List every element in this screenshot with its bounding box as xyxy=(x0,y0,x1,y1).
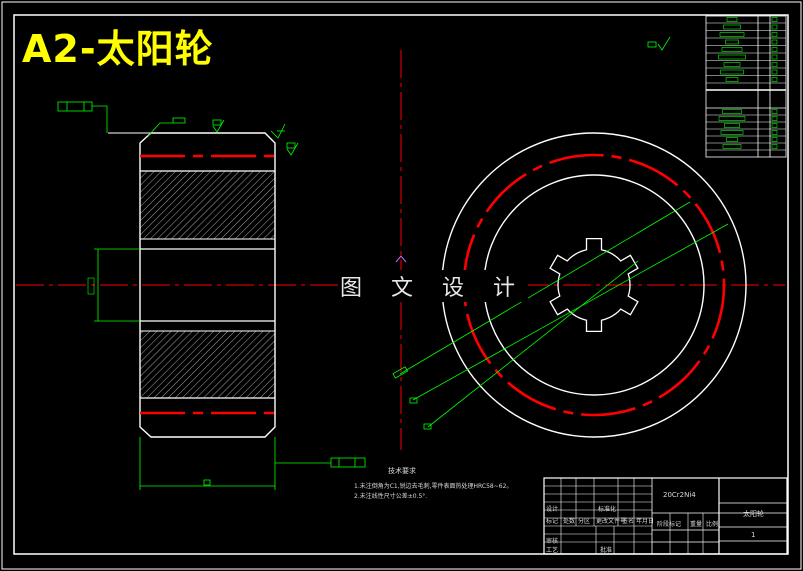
front-view xyxy=(392,36,785,450)
spline-bore xyxy=(549,237,639,333)
technical-requirements-heading: 技术要求 xyxy=(388,467,416,475)
roughness-symbol-2 xyxy=(270,123,286,139)
tb-label-standard: 标准化 xyxy=(598,506,617,513)
table-value-mark xyxy=(771,32,778,37)
table-value-mark xyxy=(771,123,778,128)
table-value-mark xyxy=(771,17,778,22)
table-cell-mark xyxy=(726,137,738,142)
table-cell-mark xyxy=(724,123,740,128)
table-cell-mark xyxy=(725,77,739,82)
inner-frame xyxy=(13,14,789,555)
table-value-mark xyxy=(771,130,778,135)
table-cell-mark xyxy=(725,39,739,45)
table-cell-mark xyxy=(723,62,741,67)
dim-text-bore xyxy=(87,277,95,295)
material-label: 20Cr2Ni4 xyxy=(663,491,696,499)
tb-label-zone: 分区 xyxy=(578,518,591,525)
tb-label-mark: 标记 xyxy=(546,518,559,525)
hatch-region-upper xyxy=(139,170,276,240)
chamfer-note xyxy=(172,117,186,124)
tb-label-count: 处数 xyxy=(563,518,576,525)
table-value-mark xyxy=(771,47,778,52)
table-value-mark xyxy=(771,54,778,60)
tb-label-design: 设计 xyxy=(546,506,559,513)
table-cell-mark xyxy=(718,116,746,121)
table-cell-mark xyxy=(722,109,742,114)
table-value-mark xyxy=(771,77,778,82)
table-value-mark xyxy=(771,109,778,114)
table-cell-mark xyxy=(720,69,744,75)
table-cell-mark xyxy=(721,47,743,52)
table-value-mark xyxy=(771,116,778,121)
tb-label-approve: 批准 xyxy=(600,547,613,554)
table-cell-mark xyxy=(719,32,745,37)
table-cell-mark xyxy=(726,17,738,22)
table-cell-mark xyxy=(722,144,742,149)
technical-requirements: 技术要求 1.未注倒角为C1,锐边去毛刺,零件表面热处理HRC58~62。 2.… xyxy=(354,466,512,502)
table-cell-mark xyxy=(718,54,746,60)
gtol-frame-top xyxy=(57,101,93,112)
tb-label-scale: 比例 xyxy=(706,521,719,528)
technical-requirement-line: 1.未注倒角为C1,锐边去毛刺,零件表面热处理HRC58~62。 xyxy=(354,483,513,490)
roughness-symbol-3 xyxy=(286,142,299,156)
title-block xyxy=(543,477,788,555)
table-value-mark xyxy=(771,144,778,149)
technical-requirement-line: 2.未注线性尺寸公差±0.5°. xyxy=(354,493,428,500)
tb-label-stage: 阶段标记 xyxy=(657,521,682,528)
tb-label-change-doc: 更改文件号 xyxy=(596,518,627,525)
dimension-rays xyxy=(392,201,729,430)
tb-label-weight: 重量 xyxy=(690,521,703,528)
table-cell-mark xyxy=(720,130,744,135)
chamfer-leader xyxy=(147,122,173,137)
table-value-mark xyxy=(771,39,778,45)
tb-label-process: 工艺 xyxy=(546,547,559,554)
tb-label-date: 年月日 xyxy=(636,518,655,525)
section-arrow xyxy=(395,255,407,263)
roughness-symbol-1 xyxy=(212,119,225,133)
table-cell-mark xyxy=(723,24,741,30)
gtol-leader-top xyxy=(92,105,108,133)
hatch-region-lower xyxy=(139,330,276,399)
drawing-title: A2-太阳轮 xyxy=(22,27,214,71)
watermark-text: 图 文 设 计 xyxy=(338,270,528,302)
sheet-label: 1 xyxy=(751,531,756,539)
parameter-table-rows xyxy=(706,17,786,151)
part-name-label: 太阳轮 xyxy=(743,510,764,518)
gear-parameter-table xyxy=(705,15,787,158)
dim-text-width xyxy=(203,479,211,486)
title-block-grid xyxy=(544,478,704,554)
table-value-mark xyxy=(771,69,778,75)
section-view xyxy=(16,101,395,490)
tb-label-review: 审核 xyxy=(546,538,559,545)
table-value-mark xyxy=(771,24,778,30)
table-value-mark xyxy=(771,137,778,142)
tb-label-signature: 签名 xyxy=(622,518,635,525)
gtol-frame-bottom xyxy=(330,457,366,468)
roughness-symbol-general xyxy=(647,36,671,51)
table-value-mark xyxy=(771,62,778,67)
